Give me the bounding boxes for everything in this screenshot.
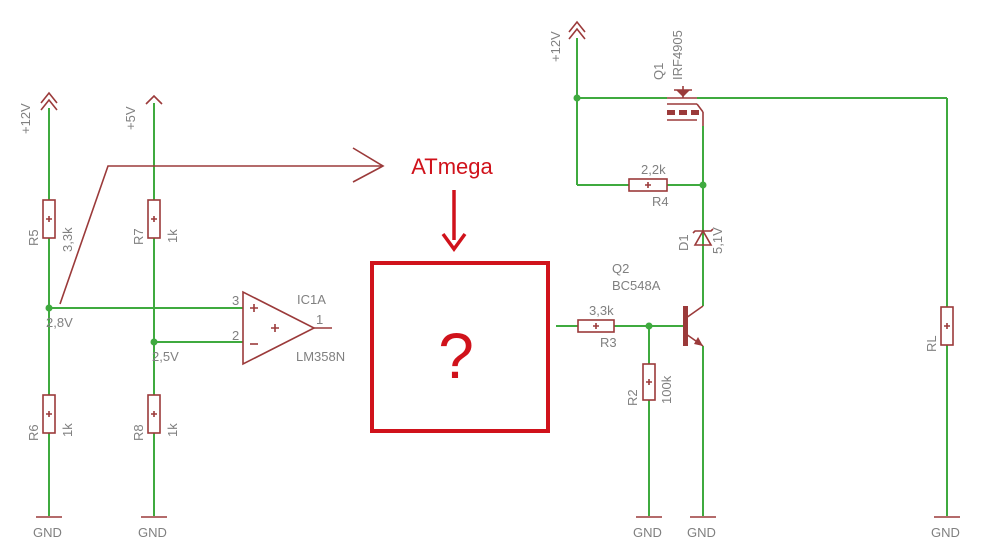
wires — [48, 38, 948, 516]
diode-name: D1 — [676, 234, 691, 251]
junction-dot — [645, 322, 653, 330]
node-voltage-label: 2,8V — [46, 315, 73, 330]
junction-dot — [150, 338, 158, 346]
resistor-rl: RL — [924, 306, 954, 352]
gnd-label: GND — [138, 525, 167, 540]
resistor-r8: R8 1k — [131, 394, 180, 441]
atmega-annotation: ATmega ? — [370, 154, 550, 433]
resistor-name: R5 — [26, 229, 41, 246]
resistor-value: 1k — [60, 423, 75, 437]
junction-dot — [573, 94, 581, 102]
resistor-name: RL — [924, 335, 939, 352]
resistor-r5: R5 3,3k — [26, 199, 75, 252]
opamp-ic1a: 3 2 1 IC1A LM358N — [232, 290, 345, 366]
supply-label: +12V — [548, 31, 563, 62]
resistor-name: R6 — [26, 424, 41, 441]
question-mark: ? — [438, 320, 474, 392]
resistor-r6: R6 1k — [26, 394, 75, 441]
pin-number: 1 — [316, 312, 323, 327]
pin-number: 2 — [232, 328, 239, 343]
zener-d1: D1 5,1V — [676, 220, 725, 254]
mosfet-name: Q1 — [651, 63, 666, 80]
junction-dot — [699, 181, 707, 189]
supply-label: +12V — [18, 103, 33, 134]
gnd-symbol: GND — [687, 516, 716, 540]
pin-number: 3 — [232, 293, 239, 308]
transistor-q2: Q2 BC548A — [612, 261, 704, 347]
junction-dot — [45, 304, 53, 312]
resistor-value: 1k — [165, 423, 180, 437]
gnd-symbol: GND — [931, 516, 960, 540]
resistor-value: 3,3k — [60, 227, 75, 252]
down-arrow-icon — [441, 232, 467, 252]
node-voltage-label: 2,5V — [152, 349, 179, 364]
mosfet-q1: Q1 IRF4905 — [651, 30, 704, 126]
resistor-value: 3,3k — [589, 303, 614, 318]
resistor-name: R7 — [131, 228, 146, 245]
diode-value: 5,1V — [710, 227, 725, 254]
transistor-part: BC548A — [612, 278, 661, 293]
opamp-part: LM358N — [296, 349, 345, 364]
resistor-r7: R7 1k — [131, 199, 180, 245]
gnd-label: GND — [33, 525, 62, 540]
gnd-label: GND — [931, 525, 960, 540]
gnd-label: GND — [687, 525, 716, 540]
supply-label: +5V — [123, 106, 138, 130]
gnd-symbol: GND — [633, 516, 662, 540]
mosfet-part: IRF4905 — [670, 30, 685, 80]
gnd-symbol: GND — [138, 516, 167, 540]
gnd-symbols: GND GND GND GND GND — [33, 516, 960, 540]
gnd-label: GND — [633, 525, 662, 540]
resistor-name: R3 — [600, 335, 617, 350]
signal-arrow — [59, 147, 385, 305]
resistor-name: R4 — [652, 194, 669, 209]
resistor-r3: 3,3k R3 — [577, 303, 617, 350]
resistor-name: R8 — [131, 424, 146, 441]
atmega-title: ATmega — [411, 154, 493, 179]
gnd-symbol: GND — [33, 516, 62, 540]
supply-12v-left: +12V — [18, 91, 58, 134]
supply-12v-right: +12V — [548, 20, 586, 62]
transistor-name: Q2 — [612, 261, 629, 276]
opamp-name: IC1A — [297, 292, 326, 307]
junctions — [45, 94, 707, 346]
resistor-name: R2 — [625, 389, 640, 406]
resistor-r2: R2 100k — [625, 363, 674, 406]
supply-5v: +5V — [123, 94, 163, 130]
resistor-value: 1k — [165, 229, 180, 243]
resistor-value: 2,2k — [641, 162, 666, 177]
resistor-r4: 2,2k R4 — [628, 162, 669, 209]
atmega-box — [370, 261, 550, 433]
resistor-value: 100k — [659, 375, 674, 404]
